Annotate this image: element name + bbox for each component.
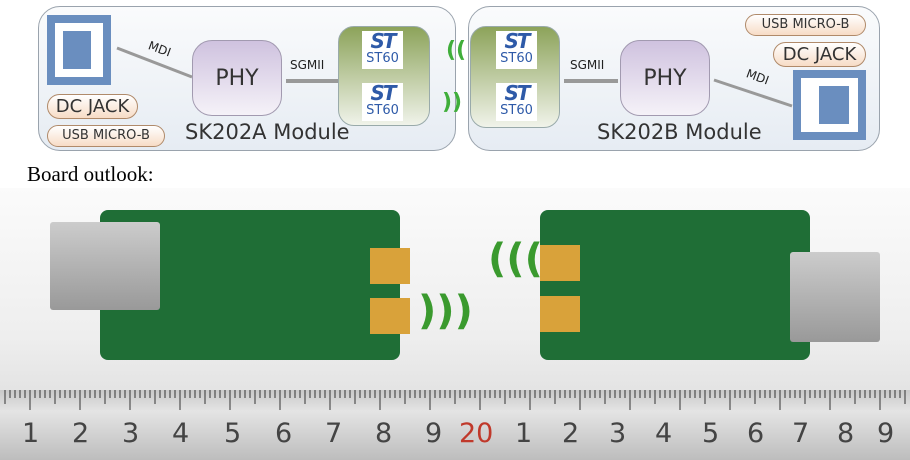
ruler-number: 8 — [837, 418, 855, 449]
ruler-number: 7 — [792, 418, 810, 449]
mdi-arrow — [713, 78, 793, 108]
ruler-number: 7 — [325, 418, 343, 449]
ruler-number: 9 — [877, 418, 895, 449]
module-title: SK202B Module — [597, 120, 762, 144]
st-logo-icon: ST — [504, 81, 530, 105]
antenna — [540, 296, 580, 332]
antenna — [540, 245, 580, 281]
ruler-number: 2 — [562, 418, 580, 449]
wireless-icon: )) — [442, 90, 463, 115]
ruler-number: 3 — [609, 418, 627, 449]
usb-label: USB MICRO-B — [745, 14, 866, 36]
ruler-number: 2 — [72, 418, 90, 449]
ethernet-port-icon — [47, 15, 111, 85]
ruler-number: 3 — [122, 418, 140, 449]
ruler-number: 1 — [515, 418, 533, 449]
ruler-number: 4 — [172, 418, 190, 449]
st-logo-icon: ST — [370, 81, 396, 105]
mdi-arrow — [116, 46, 193, 79]
sgmii-label: SGMII — [290, 58, 325, 72]
ethernet-port-icon — [793, 70, 866, 140]
antenna — [370, 298, 410, 334]
wireless-icon: ((( — [488, 236, 543, 282]
ruler-number: 6 — [275, 418, 293, 449]
ruler-number: 20 — [459, 418, 494, 449]
wireless-icon: ))) — [418, 288, 473, 334]
phy-block: PHY — [620, 40, 710, 116]
sgmii-arrow — [286, 79, 338, 83]
ruler-ticks — [4, 390, 906, 410]
ruler-number: 5 — [702, 418, 720, 449]
usb-label: USB MICRO-B — [47, 125, 165, 147]
dc-jack-label: DC JACK — [773, 42, 866, 67]
rj45-connector — [50, 222, 160, 310]
ruler-number: 4 — [655, 418, 673, 449]
sk202b-board — [540, 210, 810, 360]
st-logo-icon: ST — [370, 29, 396, 53]
sgmii-arrow — [564, 79, 618, 83]
st-logo-icon: ST — [504, 29, 530, 53]
ruler-number: 9 — [425, 418, 443, 449]
phy-block: PHY — [192, 40, 282, 116]
ruler-number: 5 — [224, 418, 242, 449]
ruler-number: 6 — [747, 418, 765, 449]
dc-jack-label: DC JACK — [47, 94, 138, 119]
module-title: SK202A Module — [185, 120, 350, 144]
sgmii-label: SGMII — [570, 58, 605, 72]
antenna — [370, 248, 410, 284]
ruler-number: 1 — [22, 418, 40, 449]
wireless-icon: (( — [446, 38, 467, 63]
caption: Board outlook: — [27, 162, 154, 186]
ruler-number: 8 — [375, 418, 393, 449]
rj45-connector — [790, 252, 880, 342]
